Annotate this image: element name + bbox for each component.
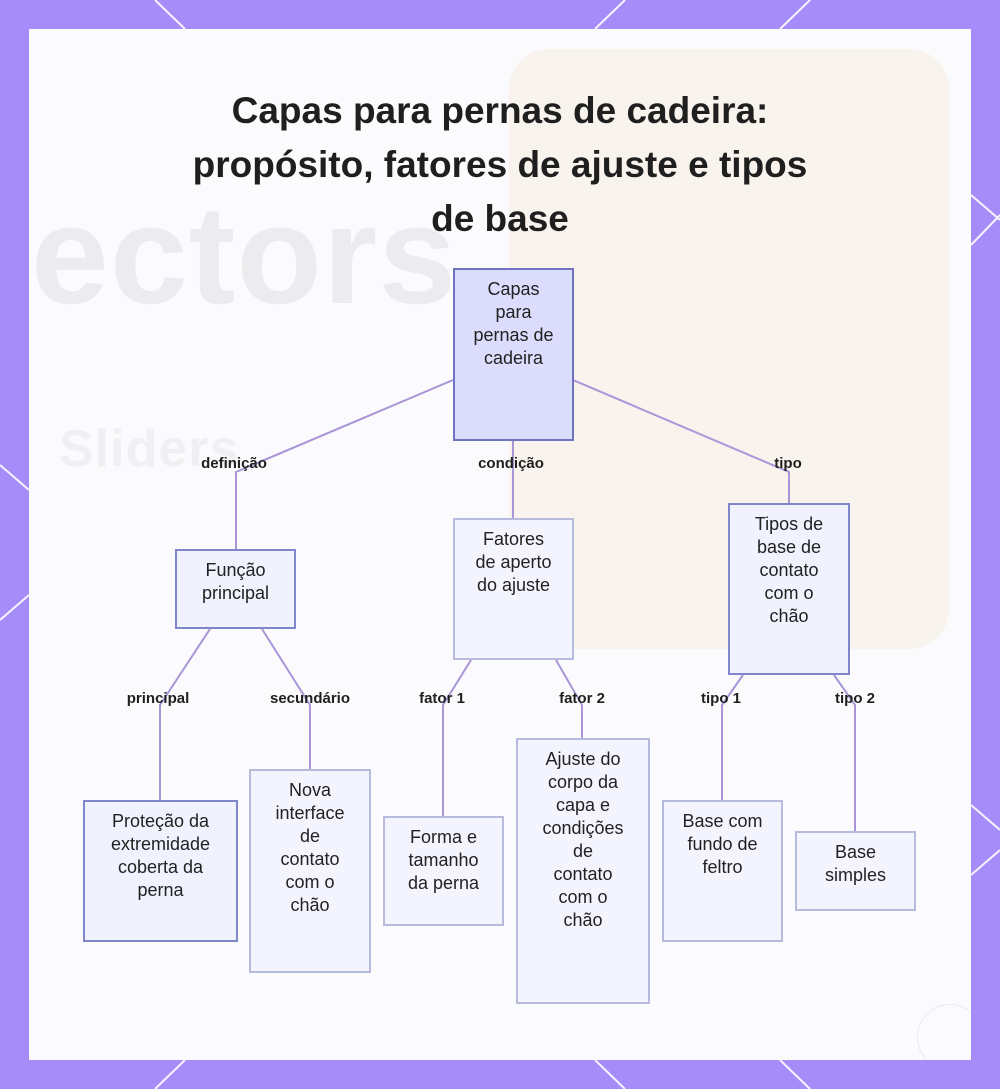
node-text: chão bbox=[563, 910, 603, 930]
node-text: pernas de bbox=[473, 325, 554, 345]
node-funcao-principal: Função principal bbox=[175, 549, 296, 629]
node-text: Tipos de bbox=[754, 514, 824, 534]
node-text: feltro bbox=[702, 857, 743, 877]
node-text: Fatores bbox=[482, 529, 545, 549]
edge-secundario bbox=[261, 628, 311, 769]
node-text: Base com bbox=[682, 811, 763, 831]
node-base-feltro: Base com fundo de feltro bbox=[662, 800, 783, 942]
edge-label-tipo-2: tipo 2 bbox=[835, 690, 875, 707]
node-text: contato bbox=[280, 849, 340, 869]
edge-definicao bbox=[235, 379, 454, 550]
node-text: Nova bbox=[288, 780, 331, 800]
node-text: chão bbox=[769, 606, 809, 626]
node-text: Base bbox=[834, 842, 876, 862]
edge-tipo2 bbox=[833, 674, 856, 831]
node-text: interface bbox=[275, 803, 345, 823]
node-text: simples bbox=[824, 865, 886, 885]
node-text: Forma e bbox=[409, 827, 478, 847]
node-text: com o bbox=[558, 887, 608, 907]
node-text: base de bbox=[756, 537, 822, 557]
node-text: cadeira bbox=[483, 348, 544, 368]
node-text: perna bbox=[137, 880, 184, 900]
node-text: tamanho bbox=[408, 850, 479, 870]
node-text: do ajuste bbox=[476, 575, 551, 595]
node-text: corpo da bbox=[547, 772, 619, 792]
edge-label-tipo-1: tipo 1 bbox=[701, 690, 741, 707]
edge-label-secundario: secundário bbox=[269, 690, 351, 707]
edge-label-fator-1: fator 1 bbox=[419, 690, 465, 707]
node-text: coberta da bbox=[117, 857, 204, 877]
edge-principal bbox=[159, 628, 211, 800]
node-text: de bbox=[572, 841, 594, 861]
title-line-2: propósito, fatores de ajuste e tipos bbox=[192, 144, 808, 185]
edge-tipo bbox=[572, 379, 790, 504]
edge-fator2 bbox=[555, 659, 583, 738]
node-text: Ajuste do bbox=[545, 749, 621, 769]
node-fatores-de-aperto: Fatores de aperto do ajuste bbox=[453, 518, 574, 660]
title-line-1: Capas para pernas de cadeira: bbox=[231, 90, 769, 131]
node-text: de bbox=[299, 826, 320, 846]
watermark-badge bbox=[917, 1004, 971, 1060]
node-text: Capas bbox=[487, 279, 540, 299]
node-capas-para-pernas: Capas para pernas de cadeira bbox=[453, 268, 574, 441]
background-watermark-text-small: Sliders bbox=[59, 420, 240, 478]
background-watermark-text: ectors bbox=[31, 176, 458, 333]
node-text: condições bbox=[542, 818, 624, 838]
node-text: fundo de bbox=[687, 834, 758, 854]
node-text: Função bbox=[205, 560, 266, 580]
node-text: Proteção da bbox=[111, 811, 210, 831]
node-tipos-de-base: Tipos de base de contato com o chão bbox=[728, 503, 850, 675]
node-text: principal bbox=[201, 583, 270, 603]
node-text: chão bbox=[290, 895, 330, 915]
edge-label-tipo: tipo bbox=[774, 455, 802, 472]
page-title: Capas para pernas de cadeira: propósito,… bbox=[29, 84, 971, 246]
edge-label-definicao: definição bbox=[201, 455, 267, 472]
edge-label-condicao: condição bbox=[478, 455, 544, 472]
edge-label-fator-2: fator 2 bbox=[559, 690, 605, 707]
node-forma-tamanho: Forma e tamanho da perna bbox=[383, 816, 504, 926]
node-protecao: Proteção da extremidade coberta da perna bbox=[83, 800, 238, 942]
edge-tipo1 bbox=[721, 674, 744, 800]
title-line-3: de base bbox=[431, 198, 569, 239]
node-text: contato bbox=[759, 560, 819, 580]
node-text: com o bbox=[764, 583, 814, 603]
node-text: capa e bbox=[555, 795, 611, 815]
node-base-simples: Base simples bbox=[795, 831, 916, 911]
node-ajuste-corpo: Ajuste do corpo da capa e condições de c… bbox=[516, 738, 650, 1004]
node-text: de aperto bbox=[475, 552, 552, 572]
node-text: para bbox=[495, 302, 532, 322]
node-text: da perna bbox=[407, 873, 480, 893]
edge-fator1 bbox=[442, 659, 472, 816]
node-text: extremidade bbox=[110, 834, 211, 854]
node-text: contato bbox=[553, 864, 613, 884]
node-nova-interface: Nova interface de contato com o chão bbox=[249, 769, 371, 973]
edge-label-principal: principal bbox=[126, 690, 190, 707]
node-text: com o bbox=[285, 872, 335, 892]
